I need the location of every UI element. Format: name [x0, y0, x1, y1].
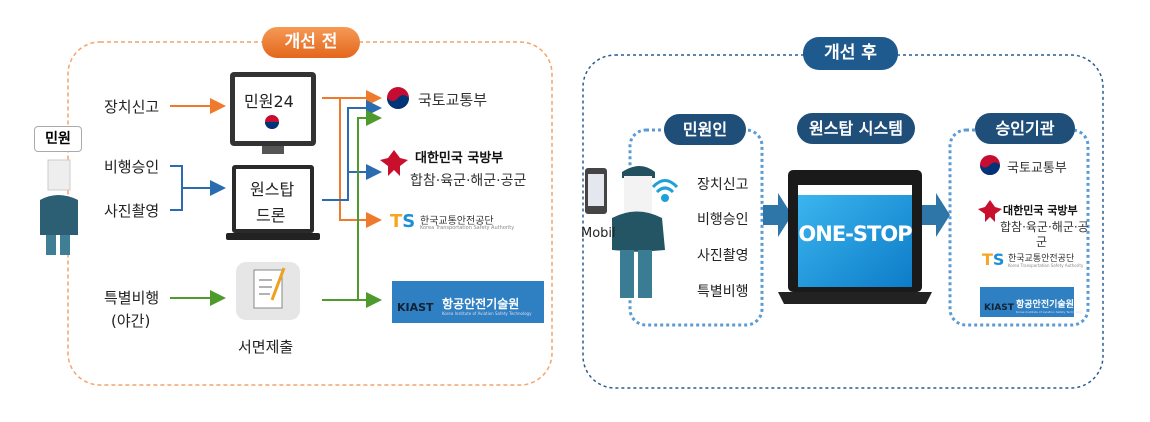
- mobile-phone-icon: [585, 168, 607, 214]
- system-title: 원스탑 시스템: [797, 113, 915, 144]
- mnd-logo-after: [978, 200, 1002, 222]
- ts-name-en: Korea Transportation Safety Authority: [420, 225, 515, 231]
- ts-logo-mark: TS: [390, 211, 416, 232]
- item-flight-approval: 비행승인: [104, 158, 160, 176]
- onestop-laptop-icon: [778, 170, 932, 304]
- kiast-mark: KIAST: [397, 301, 434, 314]
- mnd-branches: 합참·육군·해군·공군: [410, 173, 527, 189]
- approval-frame: [948, 128, 1090, 327]
- kiast-name-en: Korea Institute of Aviation Safety Techn…: [442, 311, 532, 316]
- item-special-flight: 특별비행: [104, 289, 160, 307]
- flow-arrow-2: [922, 193, 950, 237]
- channel-paper: 서면제출: [238, 338, 294, 356]
- kiast-name-en-after: Korea Institute of Aviation Safety Techn…: [1016, 310, 1084, 314]
- kiast-name: 항공안전기술원: [442, 297, 520, 311]
- ts-name-en-after: Korea Transportation Safety Authority: [1008, 263, 1084, 268]
- applicant-person-icon-after: [612, 166, 665, 298]
- channel-minwon24: 민원24: [244, 92, 294, 111]
- before-title: 개선 전: [262, 27, 360, 58]
- document-icon: [236, 262, 300, 320]
- molit-logo-after: [980, 155, 1000, 175]
- mnd-branches-after-wrap: 군: [1036, 235, 1048, 249]
- item-night: (야간): [111, 312, 151, 330]
- ts-name-after: 한국교통안전공단: [1008, 254, 1075, 264]
- after-item-device-report: 장치신고: [697, 177, 749, 193]
- applicant-title: 민원인: [664, 114, 746, 145]
- kiast-mark-after: KIAST: [984, 303, 1014, 313]
- kiast-logo-bg: [392, 281, 544, 323]
- channel-onestop-1: 원스탑: [250, 180, 295, 199]
- ts-logo-mark-after: TS: [982, 250, 1005, 269]
- ts-name: 한국교통안전공단: [420, 216, 494, 227]
- applicant-label: 민원: [34, 126, 82, 152]
- approval-title: 승인기관: [975, 113, 1075, 144]
- kiast-name-after: 항공안전기술원: [1016, 300, 1074, 310]
- mnd-name: 대한민국 국방부: [415, 151, 504, 166]
- mobile-label: Mobil: [581, 226, 616, 241]
- laptop-icon: [226, 165, 320, 240]
- after-item-flight-approval: 비행승인: [697, 212, 749, 228]
- monitor-icon: [230, 72, 316, 154]
- onestop-screen-text: ONE-STOP: [798, 222, 912, 246]
- after-title: 개선 후: [803, 37, 898, 70]
- after-item-special-flight: 특별비행: [697, 284, 749, 300]
- kiast-logo-after-bg: [980, 287, 1074, 317]
- applicant-person-icon: [40, 159, 78, 255]
- after-item-photo-shooting: 사진촬영: [697, 248, 749, 264]
- flow-arrow-1: [763, 193, 792, 237]
- mnd-logo: [380, 150, 408, 176]
- molit-logo: [387, 87, 409, 109]
- mnd-branches-after: 합참·육군·해군·공: [1000, 220, 1089, 234]
- channel-onestop-2: 드론: [256, 206, 286, 225]
- item-photo-shooting: 사진촬영: [104, 202, 160, 220]
- molit-name: 국토교통부: [418, 91, 488, 109]
- molit-name-after: 국토교통부: [1007, 161, 1067, 176]
- wifi-icon: [651, 179, 679, 202]
- mnd-name-after: 대한민국 국방부: [1003, 204, 1078, 217]
- item-device-report: 장치신고: [104, 98, 160, 116]
